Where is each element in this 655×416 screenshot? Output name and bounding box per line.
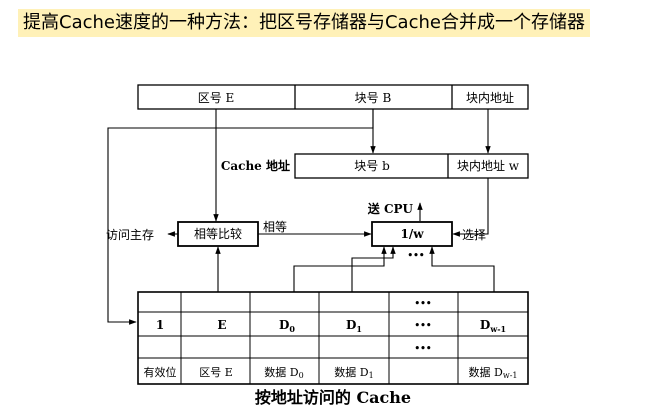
connection-lines (107, 109, 495, 325)
table-dots-top: ••• (414, 299, 431, 309)
block-to-table-arrow (107, 109, 374, 325)
d1-to-mux-arrow (351, 246, 396, 312)
main-address-register: 区号 E 块号 B 块内地址 (137, 84, 529, 110)
zone-value: E (217, 318, 226, 332)
comparator-box: 相等比较 (177, 221, 259, 247)
select-label: 选择 (462, 228, 486, 242)
main-offset-field: 块内地址 (466, 91, 514, 105)
table-dots-middle: ••• (414, 321, 431, 331)
cache-offset-field: 块内地址 w (457, 159, 520, 173)
dw-to-mux-arrow (429, 246, 495, 312)
valid-bit-value: 1 (156, 318, 164, 332)
comparator-label: 相等比较 (194, 226, 242, 241)
main-block-field: 块号 B (355, 91, 392, 105)
zone-header: 区号 E (199, 366, 233, 379)
equal-label: 相等 (263, 220, 287, 234)
diagram-caption: 按地址访问的 Cache (255, 388, 411, 407)
page-title: 提高Cache速度的一种方法：把区号存储器与Cache合并成一个存储器 (18, 9, 590, 37)
cache-block-field: 块号 b (354, 159, 390, 173)
valid-bit-header: 有效位 (144, 365, 177, 379)
cache-table: ••• ••• ••• 1 E D0 D1 Dw-1 有效位 区号 E 数据 D… (137, 291, 529, 385)
d0-header: 数据 D0 (264, 365, 303, 380)
cache-address-label: Cache 地址 (221, 158, 290, 173)
d1-value: D1 (346, 318, 362, 334)
table-dots-bottom: ••• (414, 344, 431, 354)
mux-label: 1/w (400, 227, 424, 241)
to-cpu-label: 送 CPU (367, 201, 414, 216)
main-zone-field: 区号 E (198, 91, 235, 105)
mux-input-dots: ••• (407, 251, 424, 261)
d1-header: 数据 D1 (334, 365, 373, 380)
mux-box: 1/w (371, 221, 453, 247)
d0-value: D0 (279, 318, 295, 334)
access-main-label: 访问主存 (106, 228, 154, 242)
select-arrow (452, 178, 489, 237)
d0-to-mux-arrow (293, 246, 387, 312)
cache-address-register: Cache 地址 块号 b 块内地址 w (221, 153, 529, 179)
dw-value: Dw-1 (480, 318, 506, 334)
dw-header: 数据 Dw-1 (469, 365, 518, 380)
